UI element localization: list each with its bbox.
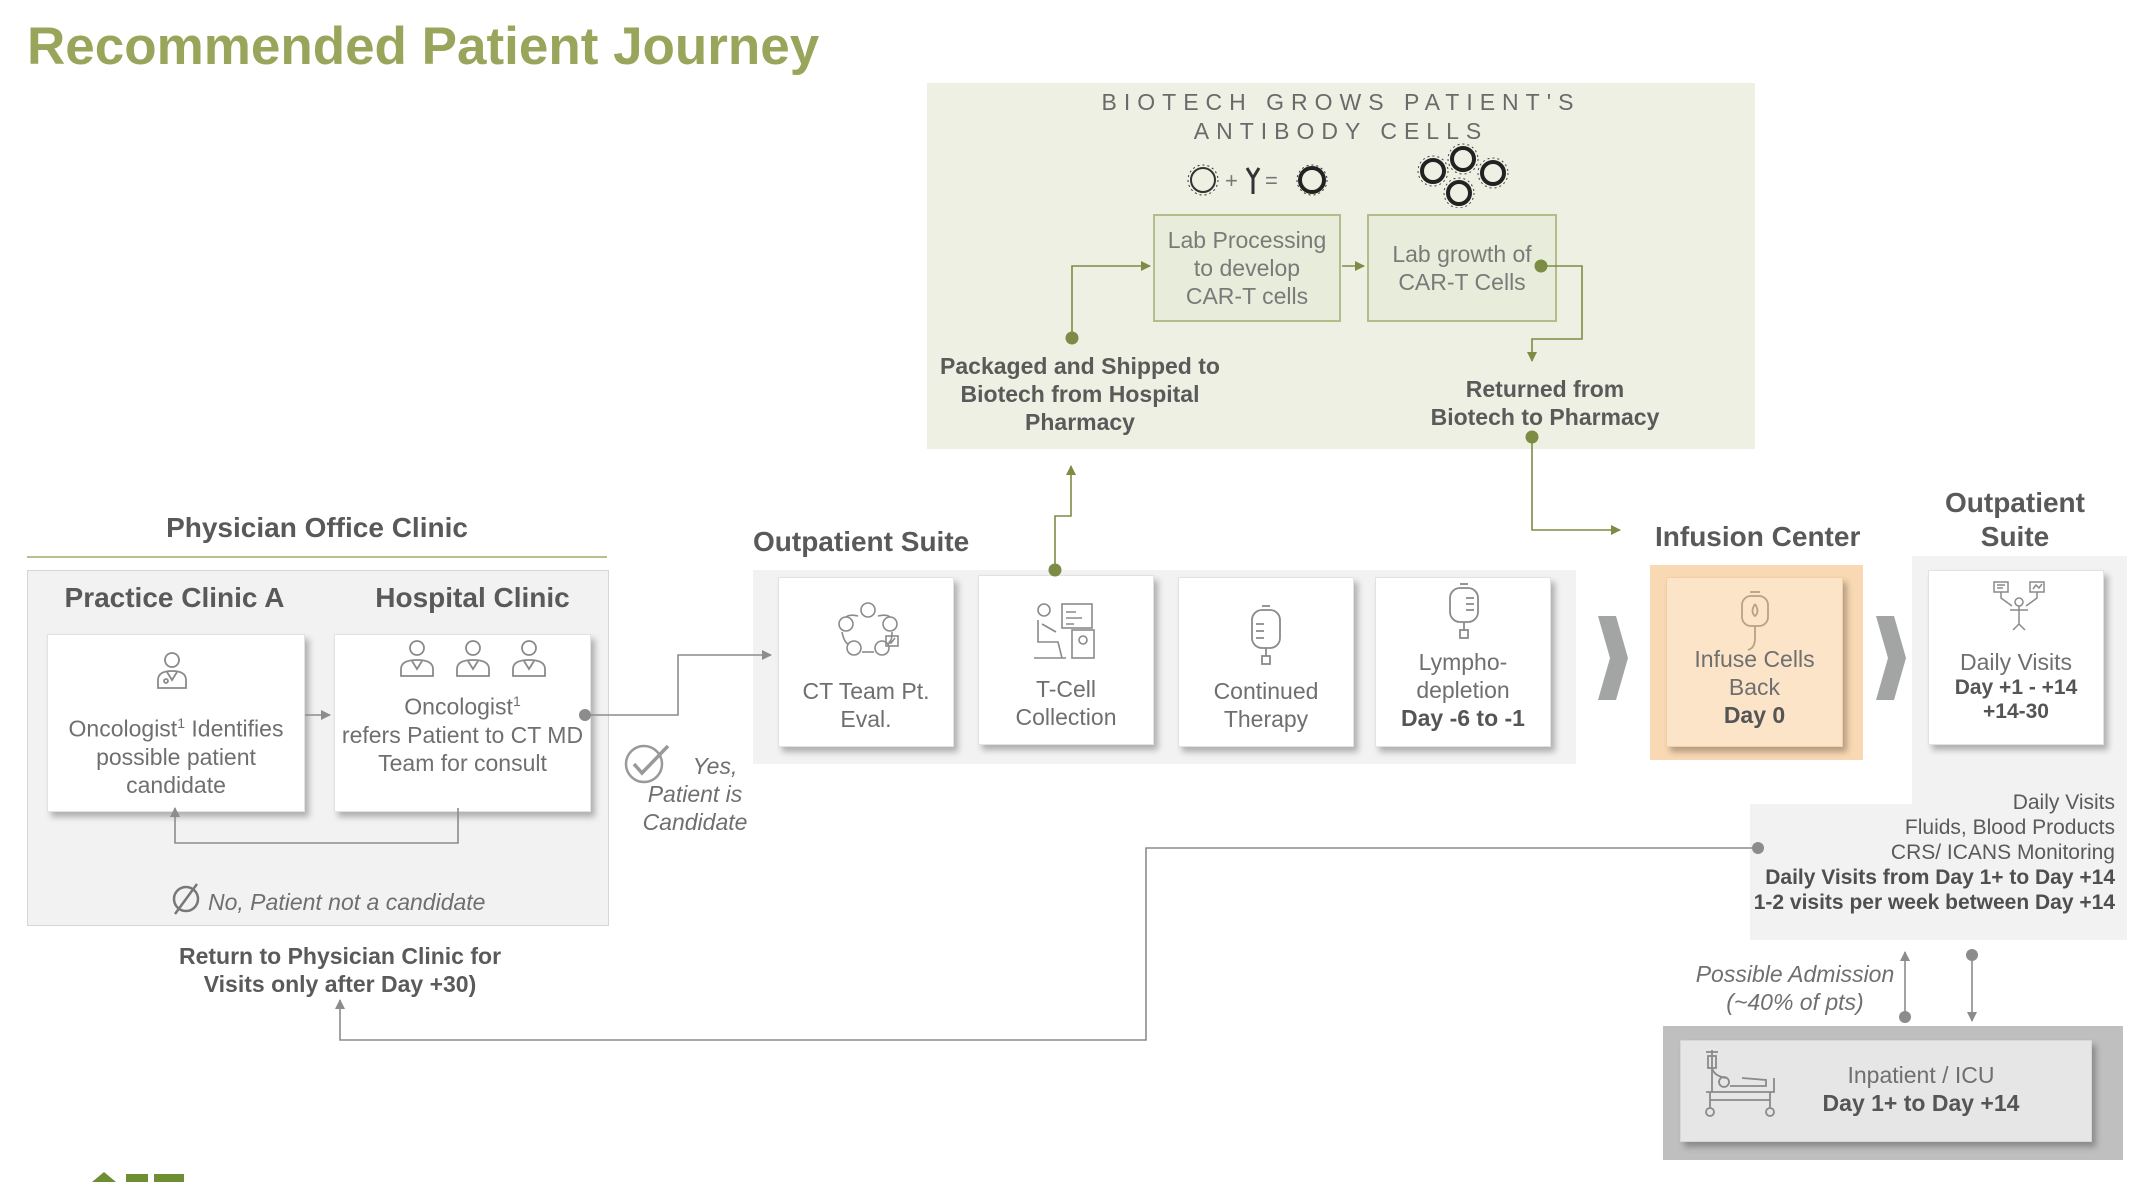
monitoring-icon: [1990, 580, 2050, 632]
packaged-line1: Packaged and Shipped to: [940, 353, 1220, 379]
daily-visits-card: Daily Visits Day +1 - +14 +14-30: [1928, 570, 2104, 745]
daily-notes: Daily Visits Fluids, Blood Products CRS/…: [1700, 790, 2115, 915]
chevron-right-icon: [1596, 614, 1630, 702]
lab-growth-box: Lab growth of CAR-T Cells: [1367, 214, 1557, 322]
ct-team-eval-card: CT Team Pt. Eval.: [778, 577, 954, 747]
hospital-bed-icon: [1702, 1048, 1778, 1120]
return-physician-note: Return to Physician Clinic for Visits on…: [160, 942, 520, 998]
cell-antibody-equation-icon: + =: [1185, 160, 1330, 200]
packaged-shipped-label: Packaged and Shipped to Biotech from Hos…: [930, 352, 1230, 436]
infusion-center-title: Infusion Center: [1655, 521, 1861, 552]
svg-text:+: +: [1225, 168, 1238, 193]
yes-line3: Candidate: [642, 809, 748, 835]
daily-notes-panel: [1750, 804, 2127, 940]
lab-processing-line2: to develop: [1193, 255, 1301, 281]
daily-visits-line1: Daily Visits: [1959, 649, 2073, 675]
infuse-line2: Back: [1728, 674, 1781, 700]
page-title: Recommended Patient Journey: [27, 17, 820, 76]
svg-text:=: =: [1265, 168, 1278, 193]
t-cell-line2: Collection: [1015, 704, 1117, 730]
biotech-heading-line2: ANTIBODY CELLS: [1193, 118, 1489, 144]
continued-line1: Continued: [1213, 678, 1319, 704]
chevron-right-icon-2: [1874, 614, 1908, 702]
return-note-line1: Return to Physician Clinic for: [178, 943, 502, 969]
collection-machine-icon: [1032, 600, 1098, 662]
possible-admission-line2: (~40% of pts): [1726, 989, 1864, 1015]
daily-note-bold1: Daily Visits from Day 1+ to Day +14: [1765, 866, 2115, 889]
physician-office-title: Physician Office Clinic: [166, 512, 468, 543]
returned-line2: Biotech to Pharmacy: [1430, 404, 1660, 430]
doctor-icon: [154, 650, 190, 690]
continued-line2: Therapy: [1223, 706, 1309, 732]
daily-note-line3: CRS/ ICANS Monitoring: [1890, 841, 2115, 864]
ct-team-line2: Eval.: [840, 706, 892, 732]
lympho-line2: depletion: [1416, 677, 1510, 703]
yes-candidate-label: Yes, Patient is Candidate: [630, 752, 760, 836]
yes-line1: Yes,: [692, 753, 738, 779]
iv-bag-icon-2: [1444, 582, 1484, 640]
oncologist-refers-line1: Oncologist1: [404, 693, 521, 720]
t-cell-line1: T-Cell: [1035, 676, 1097, 702]
lympho-line1: Lympho-: [1418, 649, 1508, 675]
daily-note-line2: Fluids, Blood Products: [1904, 816, 2115, 839]
oncologist-refers-line2: refers Patient to CT MD: [341, 721, 584, 748]
practice-clinic-label: Practice Clinic A: [64, 582, 285, 613]
biotech-panel: [927, 83, 1755, 449]
outpatient-suite-2-title: Outpatient Suite: [1905, 486, 2125, 554]
yes-line2: Patient is: [647, 781, 743, 807]
physician-title-underline: [27, 556, 607, 558]
cell-cluster-icon: [1413, 143, 1513, 209]
possible-admission-line1: Possible Admission: [1695, 961, 1895, 987]
lab-growth-line1: Lab growth of: [1392, 241, 1532, 267]
checkmark-icon: [622, 740, 674, 786]
daily-note-bold2: 1-2 visits per week between Day +14: [1753, 891, 2115, 914]
oncologist-identifies-line3: candidate: [126, 771, 226, 798]
empty-set-icon: [170, 882, 202, 916]
infusion-bag-icon: [1738, 590, 1772, 654]
returned-line1: Returned from: [1465, 376, 1625, 402]
possible-admission-label: Possible Admission (~40% of pts): [1680, 960, 1910, 1016]
infuse-day: Day 0: [1723, 702, 1786, 728]
outpatient2-title-line2: Suite: [1980, 521, 2050, 552]
outpatient-suite-title: Outpatient Suite: [753, 526, 970, 557]
oncologist-refers-line3: Team for consult: [378, 749, 547, 776]
biotech-heading: BIOTECH GROWS PATIENT'S ANTIBODY CELLS: [927, 88, 1755, 146]
inpatient-card: Inpatient / ICU Day 1+ to Day +14: [1680, 1040, 2092, 1142]
iv-bag-icon: [1246, 604, 1286, 668]
hospital-clinic-label: Hospital Clinic: [375, 582, 570, 613]
lympho-day-range: Day -6 to -1: [1401, 705, 1525, 731]
oncologist-identifies-line2: possible patient: [96, 743, 256, 770]
outpatient2-title-line1: Outpatient: [1945, 487, 2085, 518]
daily-visits-day-range-2: +14-30: [1983, 700, 2049, 723]
oncologist-identifies-card: Oncologist1 Identifies possible patient …: [47, 634, 305, 812]
lab-processing-line1: Lab Processing: [1167, 227, 1327, 253]
lab-growth-line2: CAR-T Cells: [1398, 269, 1526, 295]
return-note-line2: Visits only after Day +30): [203, 971, 477, 997]
not-candidate-label: No, Patient not a candidate: [208, 889, 486, 915]
packaged-line3: Pharmacy: [1025, 409, 1135, 435]
infuse-line1: Infuse Cells: [1694, 646, 1815, 672]
lymphodepletion-card: Lympho- depletion Day -6 to -1: [1375, 577, 1551, 747]
daily-visits-day-range: Day +1 - +14: [1954, 676, 2078, 699]
daily-note-line1: Daily Visits: [2012, 791, 2115, 814]
returned-label: Returned from Biotech to Pharmacy: [1410, 375, 1680, 431]
lab-processing-line3: CAR-T cells: [1185, 283, 1309, 309]
ct-team-line1: CT Team Pt.: [802, 678, 930, 704]
biotech-heading-line1: BIOTECH GROWS PATIENT'S: [1101, 89, 1581, 115]
team-network-icon: [834, 598, 902, 660]
logo-fragment: [88, 1168, 198, 1182]
oncologist-refers-card: Oncologist1 refers Patient to CT MD Team…: [334, 634, 591, 812]
inpatient-day-range: Day 1+ to Day +14: [1822, 1090, 2020, 1116]
doctors-group-icon: [395, 638, 550, 680]
packaged-line2: Biotech from Hospital: [960, 381, 1200, 407]
lab-processing-box: Lab Processing to develop CAR-T cells: [1153, 214, 1341, 322]
inpatient-line1: Inpatient / ICU: [1847, 1062, 1995, 1088]
oncologist-identifies-line1: Oncologist1 Identifies: [68, 715, 284, 742]
